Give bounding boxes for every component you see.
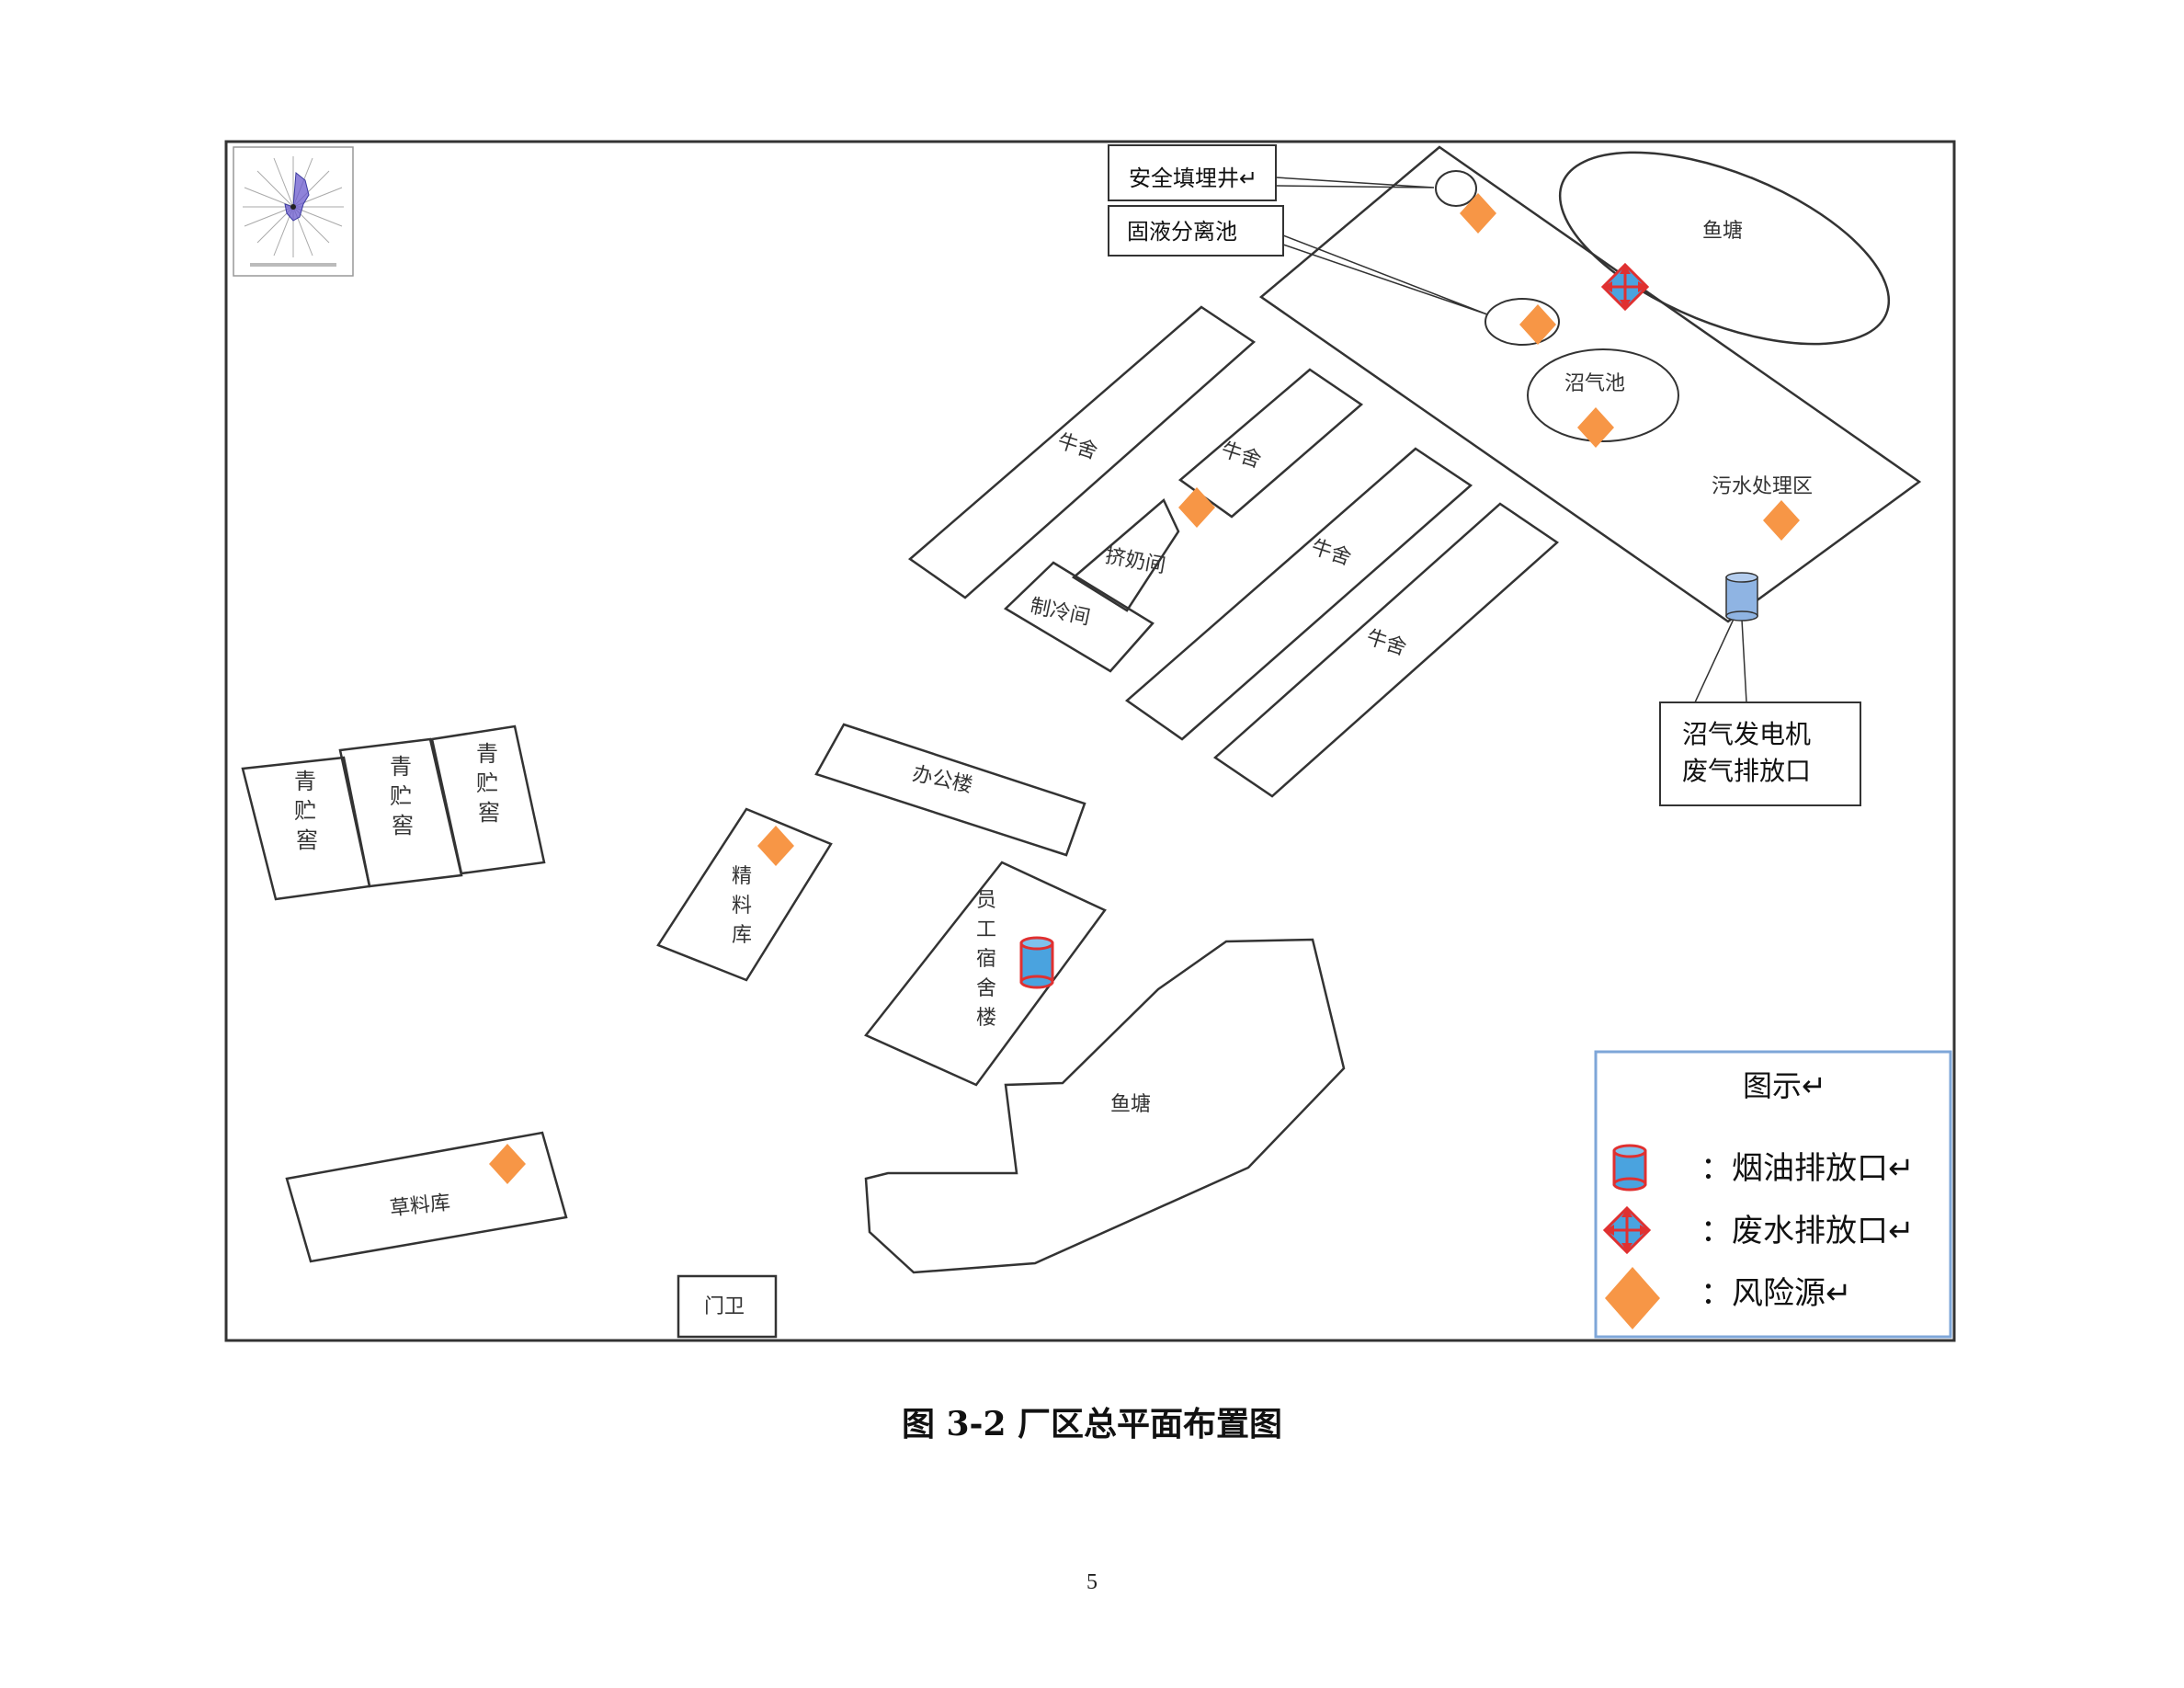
hay-store [285,1131,568,1263]
diamond-icon [1519,304,1556,345]
silage-pit-3-char-2: 贮 [476,770,498,796]
wind-rose-icon [233,146,354,277]
office-building [814,723,1086,857]
silage-pit-2-char-2: 贮 [390,783,412,809]
silage-pit-3 [430,724,546,875]
dormitory-char-4: 舍 [976,977,996,1000]
dormitory-char-3: 宿 [976,948,996,971]
fish-pond-top [1558,151,1891,346]
dormitory-char-1: 员 [976,889,996,912]
dormitory-char-5: 楼 [976,1007,996,1030]
cowshed-1-label: 牛舍 [1054,429,1100,463]
biogas-tank [1527,348,1679,442]
silage-pit-1-char-1: 青 [294,769,316,794]
diamond-icon [757,826,794,866]
cylinder-icon [1612,1144,1647,1192]
office-building-label: 办公楼 [910,762,974,797]
diamond-icon [1763,500,1800,541]
cooling-room [1003,561,1155,673]
silage-pit-1-char-2: 贮 [294,798,316,824]
generator-exhaust-line2: 废气排放口 [1682,756,1811,786]
fish-pond-top-label: 鱼塘 [1702,220,1743,243]
separation-tank [1484,298,1560,346]
page-number: 5 [1086,1570,1098,1594]
diamond-icon [1605,1267,1660,1329]
staff-dormitory [864,861,1107,1087]
cowshed-4-label: 牛舍 [1363,626,1409,660]
feed-store-char-2: 料 [732,895,752,918]
concentrate-feed-store [656,807,833,982]
silage-pit-2-char-3: 窖 [392,813,414,838]
legend-item-2-text: ：废水排放口↵ [1701,1213,1915,1249]
cowshed-3 [1124,447,1473,741]
cooling-room-label: 制冷间 [1028,595,1092,630]
milking-room [1071,497,1180,612]
landfill-well [1435,170,1477,207]
feed-store-char-3: 库 [732,924,752,947]
generator-exhaust-cylinder-icon [1725,572,1758,622]
wastewater-outlet-icon [1602,1205,1652,1255]
fish-pond-bottom [864,938,1346,1274]
landfill-well-callout-text: 安全填埋井↵ [1129,165,1257,191]
legend-box [1594,1050,1952,1339]
landfill-well-leader [1275,177,1435,188]
fish-pond-bottom-label: 鱼塘 [1110,1093,1151,1116]
silage-pit-2-char-1: 青 [390,754,412,780]
cowshed-2 [1177,368,1364,519]
generator-exhaust-callout [1659,701,1861,806]
cowshed-1 [907,305,1257,599]
sewage-treatment-area [1258,145,1922,623]
silage-pit-2 [338,737,463,888]
wastewater-outlet-icon [1600,262,1650,312]
cowshed-4 [1212,502,1560,798]
silage-pit-1-char-3: 窖 [296,827,318,853]
sewage-area-label: 污水处理区 [1712,475,1813,498]
milking-room-label: 挤奶间 [1103,545,1166,578]
feed-store-char-1: 精 [732,865,752,888]
hay-store-label: 草料库 [389,1192,451,1221]
risk-source-markers [489,193,1800,1184]
separation-tank-leader [1282,234,1488,315]
silage-pit-3-char-1: 青 [476,741,498,767]
figure-caption: 图 3-2 厂区总平面布置图 [901,1405,1283,1443]
plan-frame [224,140,1956,1342]
cooking-fume-cylinder-icon [1019,936,1054,989]
legend-title: 图示↵ [1743,1068,1826,1103]
gate-house [677,1274,778,1339]
diamond-icon [489,1144,526,1184]
silage-pit-3-char-3: 窖 [478,800,500,826]
legend-item-3-text: ：风险源↵ [1701,1275,1852,1312]
diamond-icon [1460,193,1496,234]
gate-house-label: 门卫 [704,1295,745,1318]
cowshed-2-label: 牛舍 [1218,439,1264,473]
biogas-tank-label: 沼气池 [1564,372,1625,395]
dormitory-char-2: 工 [976,918,996,941]
separation-tank-callout [1108,205,1284,257]
generator-exhaust-line1: 沼气发电机 [1682,719,1811,749]
landfill-well-callout [1108,144,1277,201]
cowshed-3-label: 牛舍 [1308,536,1354,570]
legend-item-1-text: ：烟油排放口↵ [1701,1150,1915,1187]
diamond-icon [1178,487,1215,528]
diamond-icon [1577,407,1614,448]
separation-tank-callout-text: 固液分离池 [1127,219,1237,245]
